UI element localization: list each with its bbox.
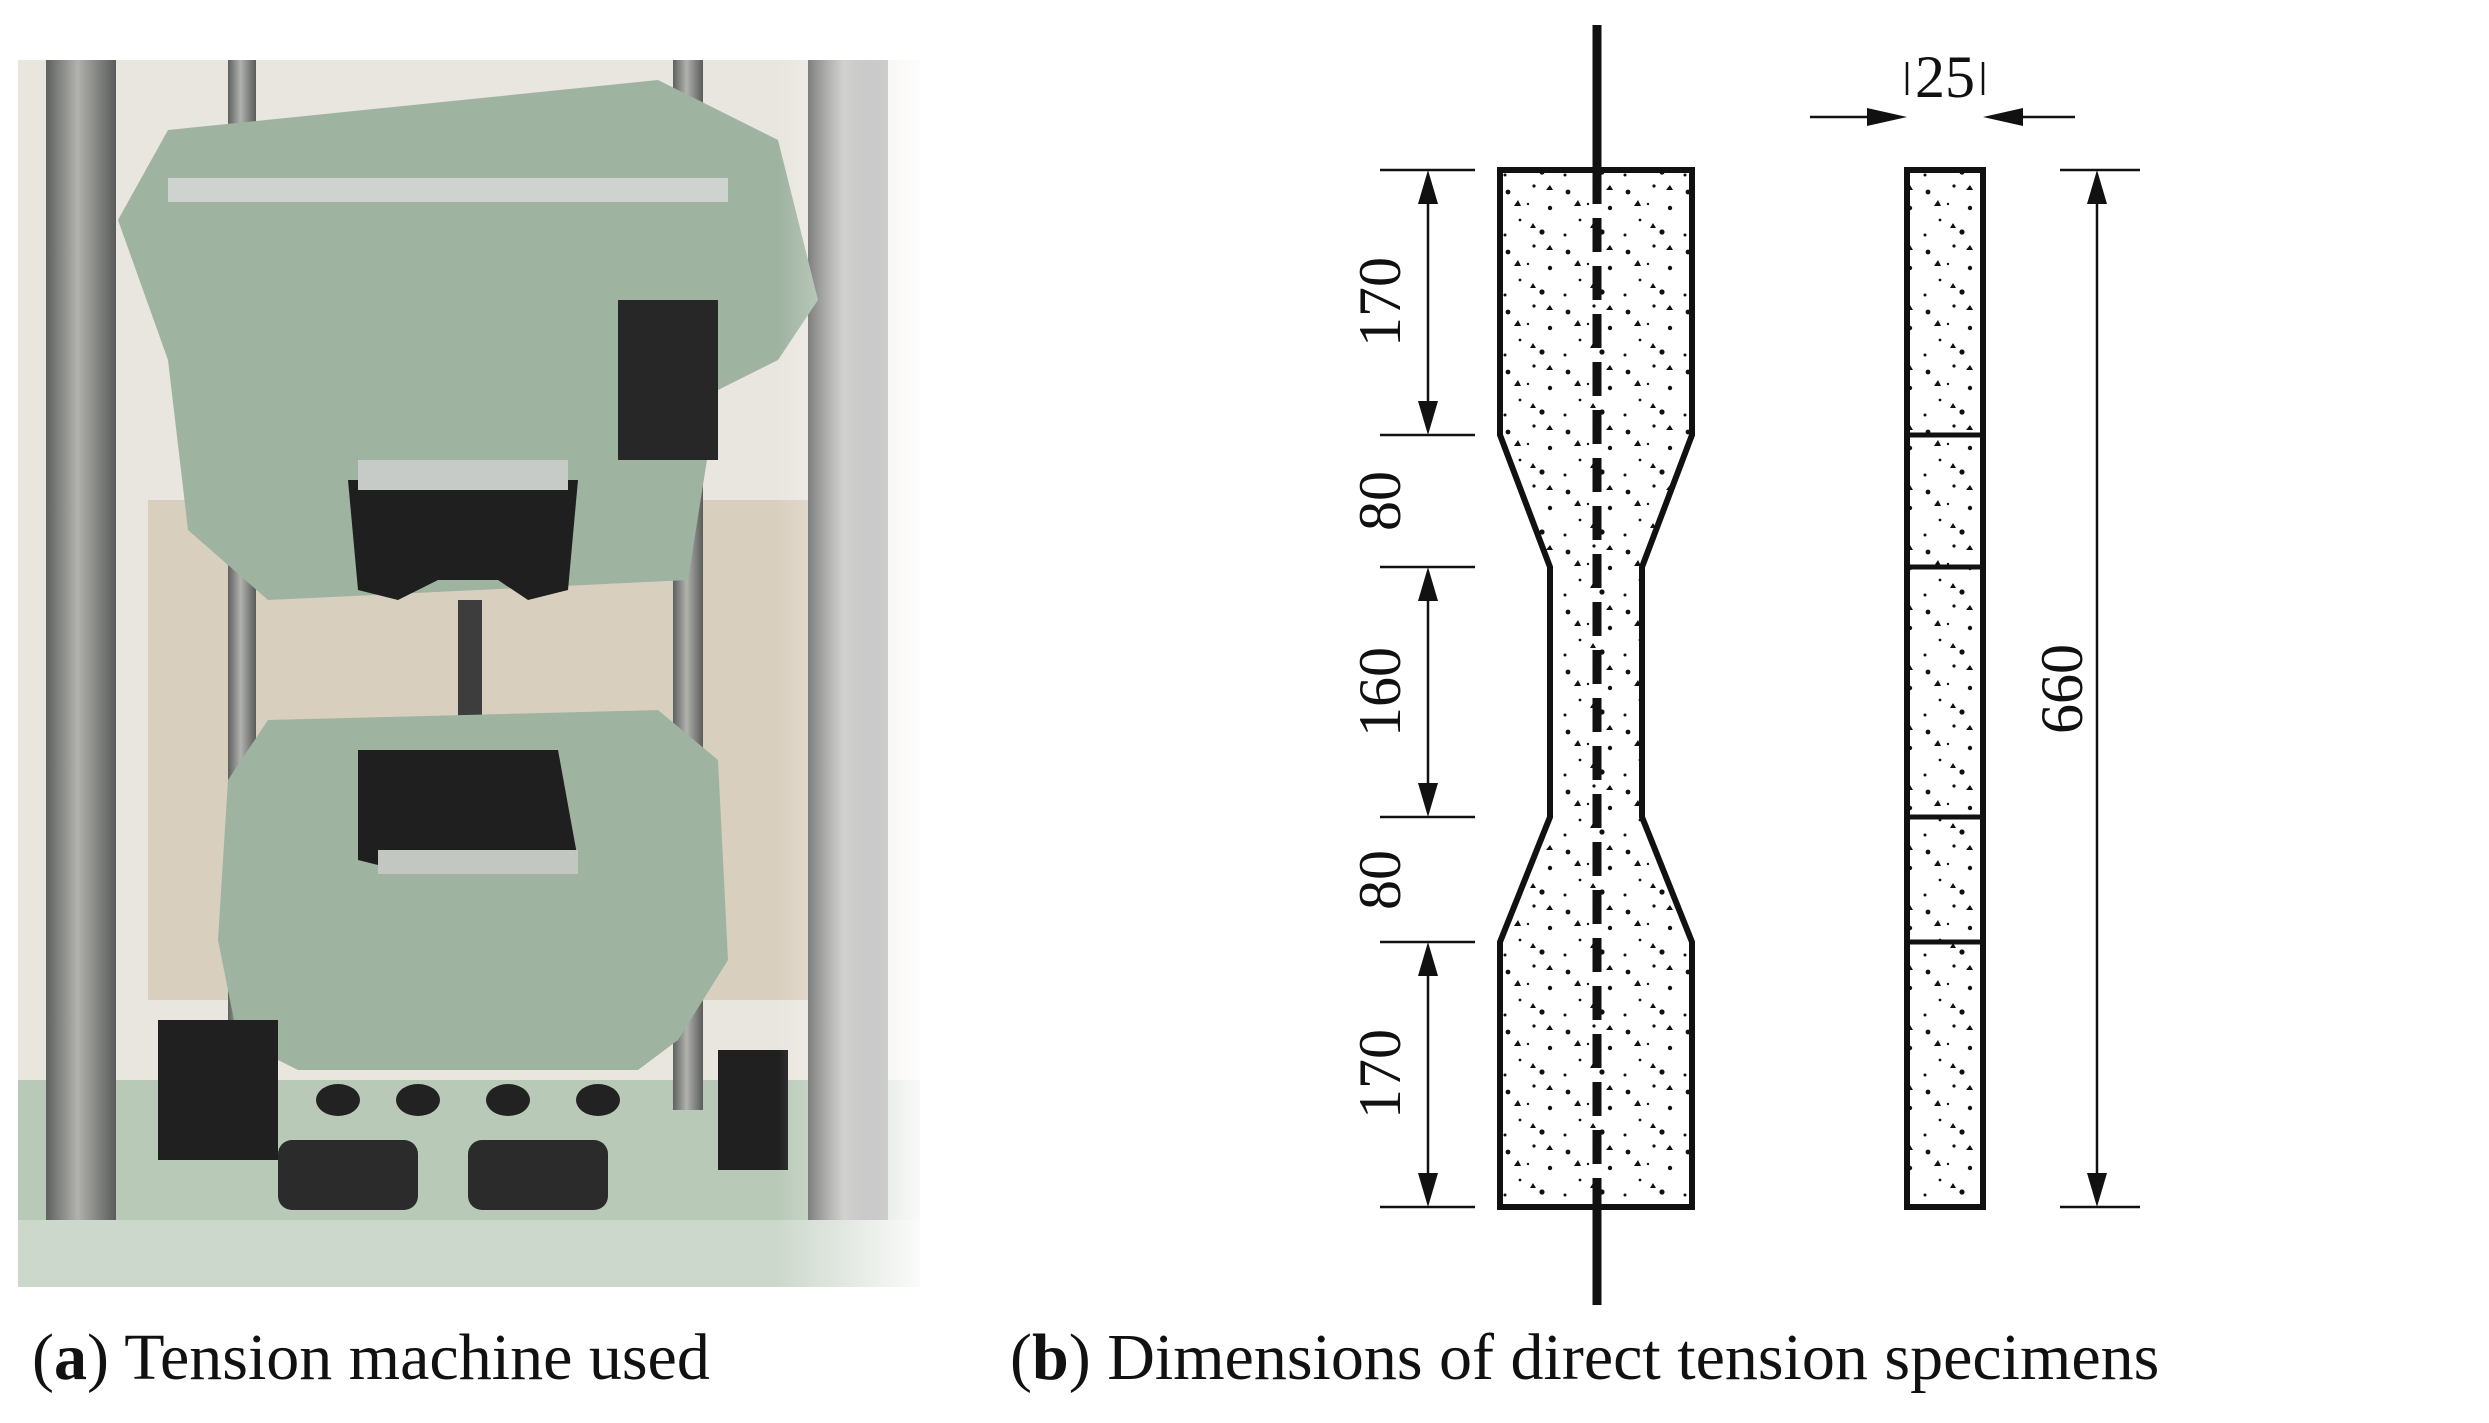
left-dimension-chain <box>1380 168 1475 1209</box>
base-knob <box>396 1084 440 1116</box>
caption-letter-b: b <box>1031 1321 1069 1394</box>
thickness-dimension <box>1810 62 2075 119</box>
dim-label-bottom-end: 170 <box>1347 1029 1413 1119</box>
dim-label-bottom-taper: 80 <box>1347 850 1413 910</box>
upper-crosshead <box>118 80 818 600</box>
grip-block <box>278 1140 418 1210</box>
caption-text-b: Dimensions of direct tension specimens <box>1107 1321 2160 1394</box>
arrowhead <box>1983 108 2023 126</box>
caption-panel-a: (a) Tension machine used <box>32 1321 710 1394</box>
upper-actuator <box>618 300 718 460</box>
arrowhead <box>2087 170 2107 204</box>
dim-label-total: 660 <box>2029 644 2095 734</box>
lower-grip-plate <box>378 850 578 874</box>
grip-block <box>468 1140 608 1210</box>
caption-letter-a: a <box>53 1321 87 1394</box>
lower-grip <box>358 750 578 870</box>
arrowhead <box>1418 567 1438 601</box>
dim-label-thickness: 25 <box>1915 44 1975 110</box>
specimen-dimension-drawing: 170 80 160 80 170 660 25 <box>1347 25 2140 1305</box>
arrowhead <box>1418 401 1438 435</box>
dimension-arrowheads <box>1418 170 1438 1207</box>
left-column <box>46 60 116 1220</box>
lower-crosshead <box>218 710 728 1070</box>
arrowhead <box>2087 1173 2107 1207</box>
base-knob <box>576 1084 620 1116</box>
side-block <box>718 1050 788 1170</box>
caption-panel-b: (b) Dimensions of direct tension specime… <box>1010 1321 2160 1394</box>
dim-label-gauge: 160 <box>1347 647 1413 737</box>
total-dimension <box>2060 168 2140 1209</box>
window-glare <box>778 60 920 1287</box>
side-block <box>158 1020 278 1160</box>
dim-label-top-taper: 80 <box>1347 471 1413 531</box>
side-view-specimen <box>1904 167 1986 1210</box>
arrowhead <box>1418 1173 1438 1207</box>
upper-grip <box>348 480 578 600</box>
arrowhead <box>1418 942 1438 976</box>
upper-grip-plate <box>358 460 568 490</box>
base-knob <box>486 1084 530 1116</box>
arrowhead <box>1418 170 1438 204</box>
arrowhead <box>1867 108 1907 126</box>
tension-machine-photo <box>18 60 920 1287</box>
base-knob <box>316 1084 360 1116</box>
arrowhead <box>1418 783 1438 817</box>
dim-label-top-end: 170 <box>1347 257 1413 347</box>
dogbone-specimen-outline <box>1497 167 1695 1210</box>
caption-text-a: Tension machine used <box>124 1321 710 1394</box>
scale-bar <box>168 178 728 202</box>
